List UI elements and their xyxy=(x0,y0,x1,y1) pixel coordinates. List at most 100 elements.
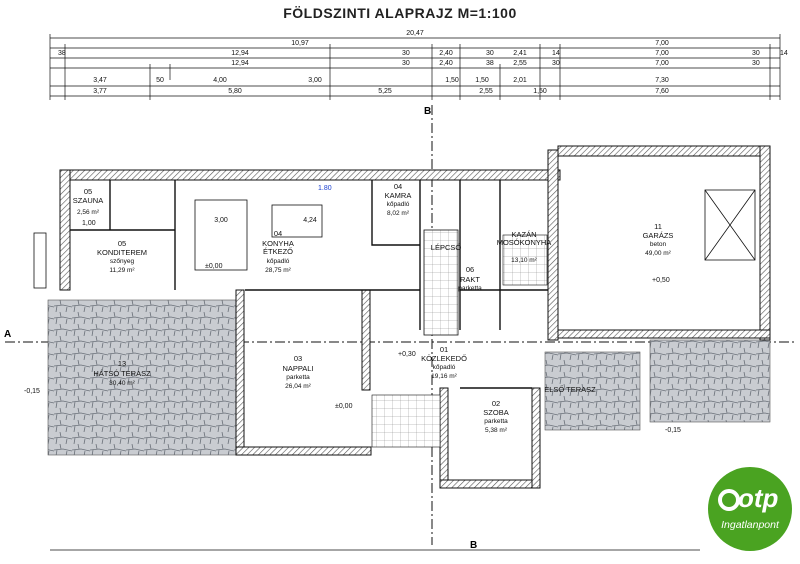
dim-r2-3: 38 xyxy=(486,60,494,67)
stair-label: 1.80 xyxy=(318,185,332,192)
room-11-num: 02 xyxy=(492,399,500,408)
room-3-area: 8,02 m² xyxy=(387,210,410,217)
room-1-sub: szőnyeg xyxy=(110,258,135,265)
room-12-name: ELSŐ TERASZ xyxy=(544,385,596,394)
level-mark-1: +0,30 xyxy=(398,351,416,358)
dim-r4-1: 5,80 xyxy=(228,88,242,95)
front-terrace-stone xyxy=(544,351,641,431)
room-6-sub: parketta xyxy=(458,285,482,292)
level-mark-4: +0,50 xyxy=(652,277,670,284)
dimension-ticks xyxy=(49,34,781,100)
front-steps xyxy=(371,394,441,448)
interior-walls xyxy=(70,180,548,389)
room-7-sub: beton xyxy=(650,241,667,248)
section-mark-b-bottom: B xyxy=(470,540,477,551)
room-10-sub: kőpadló xyxy=(433,364,456,371)
dim-r1-5: 2,41 xyxy=(513,50,527,57)
dim-r3-5: 1,50 xyxy=(475,77,489,84)
staircase xyxy=(423,229,459,336)
dim-r2-6: 7,00 xyxy=(655,60,669,67)
dim-right-block: 7,00 xyxy=(655,40,669,47)
room-8-name: HÁTSÓ TERASZ xyxy=(93,369,151,378)
room-9-num: 03 xyxy=(294,354,302,363)
room-3-num: 04 xyxy=(394,182,402,191)
sauna-dim: 1,00 xyxy=(82,220,96,227)
back-terrace-stone xyxy=(47,299,237,456)
dim-r1-2: 30 xyxy=(402,50,410,57)
room-6-num: 06 xyxy=(466,265,474,274)
room-11-sub: parketta xyxy=(484,418,508,425)
dimension-lines xyxy=(49,34,781,100)
dim-r2-5: 30 xyxy=(552,60,560,67)
left-window xyxy=(33,232,47,289)
room-9-area: 26,04 m² xyxy=(285,383,311,390)
dim-r3-4: 1,50 xyxy=(445,77,459,84)
room-7-num: 11 xyxy=(654,222,662,231)
dim-r3-7: 7,30 xyxy=(655,77,669,84)
room-10-name: KÖZLEKEDŐ xyxy=(421,354,467,363)
room-0-area: 2,56 m² xyxy=(77,209,100,216)
level-mark-5: -0,15 xyxy=(665,427,681,434)
room-1-num: 05 xyxy=(118,239,126,248)
logo-sub: Ingatlanpont xyxy=(721,519,779,531)
garage-door-symbol xyxy=(704,189,756,261)
room-8-num: 13 xyxy=(118,359,126,368)
dim-r2-4: 2,55 xyxy=(513,60,527,67)
room-2-area: 28,75 m² xyxy=(265,267,291,274)
boiler-room-tiles xyxy=(502,234,548,286)
dim-r1-8: 30 xyxy=(752,50,760,57)
room-0-num: 05 xyxy=(84,187,92,196)
dim-left-block: 10,97 xyxy=(291,40,309,47)
room-5-area: 13,10 m² xyxy=(511,257,537,264)
room-10-num: 01 xyxy=(440,345,448,354)
fixture-labels: 1.80 1,00 3,00 4,24 xyxy=(82,185,332,227)
dim-r3-3: 3,00 xyxy=(308,77,322,84)
room-10-area: 19,16 m² xyxy=(431,373,457,380)
room-1-name: KONDITEREM xyxy=(97,248,147,257)
room-4-name: LÉPCSŐ xyxy=(431,243,462,252)
dim-r3-6: 2,01 xyxy=(513,77,527,84)
dim-r4-0: 3,77 xyxy=(93,88,107,95)
level-mark-2: -0,15 xyxy=(24,388,40,395)
level-mark-3: ±0,00 xyxy=(335,403,353,410)
dim-r1-4: 30 xyxy=(486,50,494,57)
drawing-title: FÖLDSZINTI ALAPRAJZ M=1:100 xyxy=(283,5,517,21)
room-7-area: 49,00 m² xyxy=(645,250,671,257)
room-11-area: 5,38 m² xyxy=(485,427,508,434)
room-3-name: KAMRA xyxy=(385,191,412,200)
dim-r2-7: 30 xyxy=(752,60,760,67)
room-9-name: NAPPALI xyxy=(282,364,313,373)
room-labels: 05 SZAUNA 2,56 m² 05 KONDITEREM szőnyeg … xyxy=(73,182,674,434)
level-marks: ±0,00 +0,30 -0,15 ±0,00 +0,50 -0,15 xyxy=(24,263,681,434)
dim-r1-7: 7,00 xyxy=(655,50,669,57)
room-3-sub: kőpadló xyxy=(387,201,410,208)
dim-r4-3: 2,55 xyxy=(479,88,493,95)
logo-brand: otp xyxy=(738,483,779,513)
level-mark-0: ±0,00 xyxy=(205,263,223,270)
dining-width-label: 4,24 xyxy=(303,217,317,224)
dim-r3-2: 4,00 xyxy=(213,77,227,84)
dim-r4-4: 1,50 xyxy=(533,88,547,95)
dim-r1-3: 2,40 xyxy=(439,50,453,57)
dim-r3-1: 50 xyxy=(156,77,164,84)
room-8-area: 30,40 m² xyxy=(109,380,135,387)
section-mark-b-top: B xyxy=(424,106,431,117)
dim-r4-5: 7,60 xyxy=(655,88,669,95)
dim-r2-1: 30 xyxy=(402,60,410,67)
dim-r4-2: 5,25 xyxy=(378,88,392,95)
dim-r2-2: 2,40 xyxy=(439,60,453,67)
exterior-walls xyxy=(59,145,771,489)
room-6-name: RAKT xyxy=(460,275,480,284)
dim-r1-9: 14 xyxy=(780,50,788,57)
room-1-area: 11,29 m² xyxy=(109,267,135,274)
section-mark-a: A xyxy=(4,329,11,340)
otp-logo-mark-icon xyxy=(718,489,740,511)
room-2-num: 04 xyxy=(274,229,282,238)
room-2-sub: kőpadló xyxy=(267,258,290,265)
dim-r1-6: 14 xyxy=(552,50,560,57)
kitchen-counter xyxy=(194,199,248,271)
dim-r3-0: 3,47 xyxy=(93,77,107,84)
